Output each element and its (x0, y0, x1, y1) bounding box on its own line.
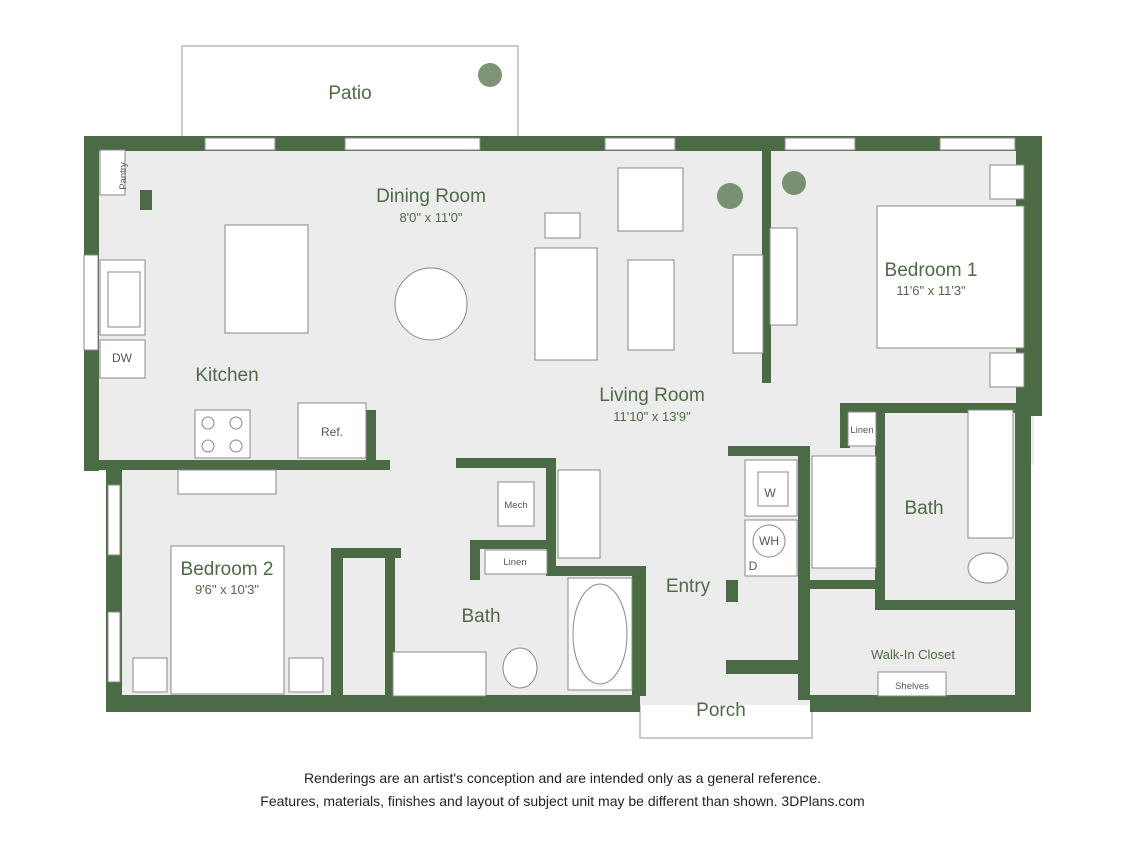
water-heater-label: WH (759, 534, 779, 548)
pantry-label: Pantry (118, 162, 129, 190)
linen-bath-label: Linen (850, 425, 873, 436)
living-room-label: Living Room (599, 385, 705, 406)
patio-area (181, 45, 519, 139)
bedroom1-label: Bedroom 1 (885, 260, 978, 281)
kitchen-fixtures (99, 149, 367, 495)
disclaimer-line-2: Features, materials, finishes and layout… (260, 793, 865, 809)
living-room-dims: 11'10" x 13'9" (613, 409, 691, 424)
mech-label: Mech (504, 500, 527, 511)
bedroom2-label: Bedroom 2 (181, 559, 274, 580)
bath2-label: Bath (904, 498, 943, 519)
dining-room-dims: 8'0" x 11'0" (399, 210, 462, 225)
plant-decor (478, 63, 806, 209)
bath-fixtures (392, 409, 1014, 697)
living-furniture (394, 167, 798, 559)
windows (83, 137, 1016, 683)
bedroom1-furniture (876, 164, 1025, 388)
bath1-label: Bath (461, 606, 500, 627)
dining-room-label: Dining Room (376, 186, 486, 207)
patio-label: Patio (328, 83, 371, 104)
laundry-fixtures (744, 459, 798, 577)
walk-in-closet-label: Walk-In Closet (871, 647, 955, 662)
dishwasher-label: DW (112, 351, 133, 365)
refrigerator-label: Ref. (321, 425, 343, 439)
interior-walls (140, 143, 1030, 700)
dryer-label: D (749, 559, 758, 573)
entry-label: Entry (666, 576, 711, 597)
porch-label: Porch (696, 700, 746, 721)
bedroom2-dims: 9'6" x 10'3" (195, 582, 259, 597)
shelves-label: Shelves (895, 681, 929, 692)
disclaimer-line-1: Renderings are an artist's conception an… (303, 770, 822, 786)
bedroom2-furniture (132, 545, 324, 695)
kitchen-label: Kitchen (195, 365, 258, 386)
washer-label: W (764, 486, 776, 500)
linen-hall-label: Linen (503, 557, 526, 568)
bedroom1-dims: 11'6" x 11'3" (896, 283, 966, 298)
